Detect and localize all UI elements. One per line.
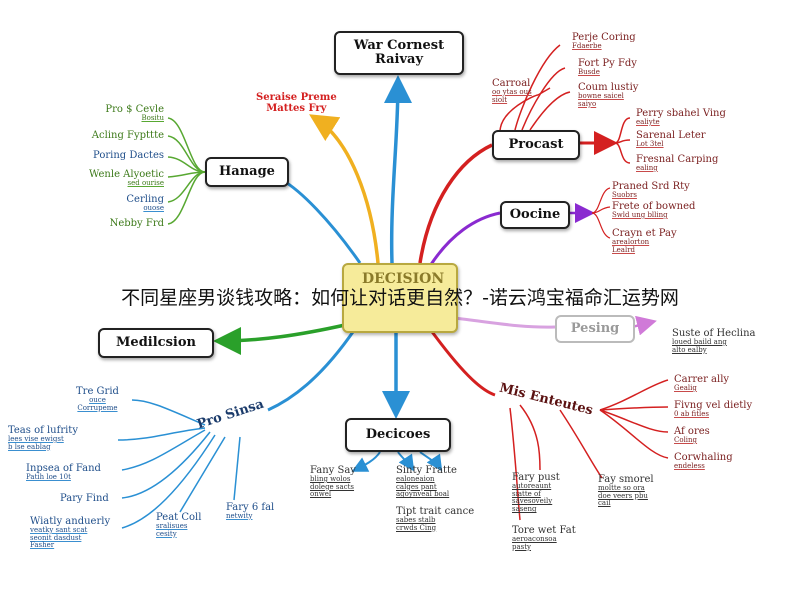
- branch-mis: [428, 328, 496, 397]
- mis-connectors: [509, 379, 669, 521]
- hanage-child: Poring Dactes: [93, 150, 164, 161]
- pro-connectors: [117, 399, 241, 529]
- node-decicoes[interactable]: Decicoes: [345, 418, 451, 452]
- branch-medil: [213, 323, 346, 355]
- decicoes-connectors: [351, 451, 443, 472]
- branch-top: [383, 75, 412, 264]
- node-oocine[interactable]: Oocine: [500, 201, 570, 229]
- overlay-caption: 不同星座男谈钱攻略：如何让对话更自然？-诺云鸿宝福命汇运势网: [121, 287, 679, 309]
- branch-oocine: [428, 211, 501, 267]
- branch-pesing-arrow: [631, 315, 657, 336]
- node-pesing[interactable]: Pesing: [555, 315, 635, 343]
- branch-procast: [418, 143, 493, 264]
- node-hanage[interactable]: Hanage: [205, 157, 289, 187]
- branch-top-left: [309, 114, 380, 264]
- branch-pesing: [453, 316, 556, 329]
- carroal-tick: [537, 87, 551, 96]
- center-node-label: DECISION: [362, 271, 445, 287]
- top-node[interactable]: War Cornest Raivay: [334, 31, 464, 75]
- node-procast[interactable]: Procast: [492, 130, 580, 160]
- center-node[interactable]: DECISION: [342, 263, 458, 333]
- node-medilcsion[interactable]: Medilcsion: [98, 328, 214, 358]
- branch-pro: [267, 328, 357, 412]
- oocine-connectors: [591, 187, 611, 239]
- hanage-child: Acling Fypttte: [91, 130, 164, 141]
- hanage-connectors: [167, 117, 206, 225]
- branch-hanage: [281, 178, 362, 264]
- hanage-child: Nebby Frd: [109, 218, 164, 229]
- top-left-label: Seraise Preme Mattes Fry: [256, 92, 337, 114]
- pro-item: Pary Find: [60, 493, 109, 504]
